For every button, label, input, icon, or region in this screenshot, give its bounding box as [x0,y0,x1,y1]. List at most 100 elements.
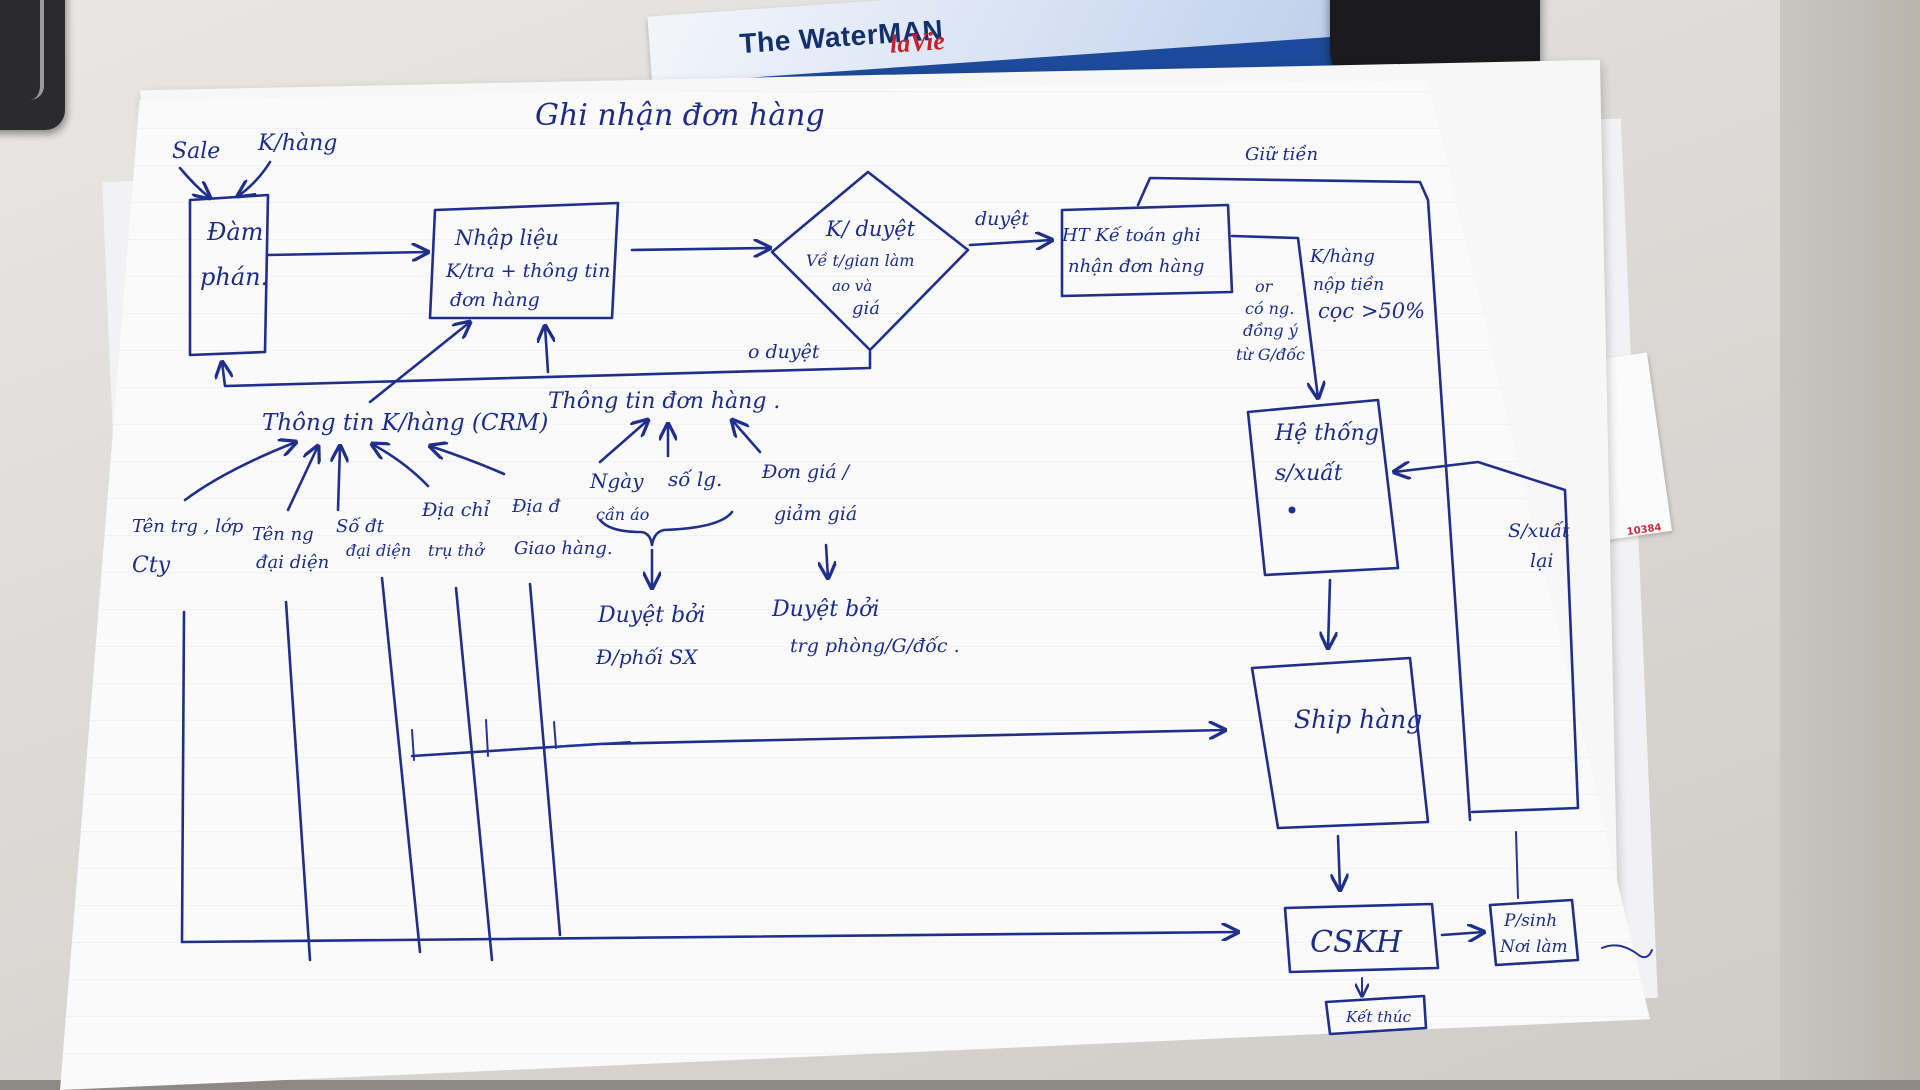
order-field-don-gia-2: giảm giá [774,503,857,525]
arrow-sx-lai [1394,460,1580,814]
line-field2-down [284,600,312,962]
order-field-ngay-2: cần áo [596,505,649,524]
arrow-to-duyet-gia [826,543,828,578]
approval-sx-line-1: Duyệt bởi [597,602,705,628]
nhap-lieu-line-2: K/tra + thông tin [445,260,610,282]
crm-field-5-line-1: Địa đ [511,496,561,517]
line-field5-down [528,582,562,937]
approval-sx-line-2: Đ/phối SX [595,645,698,669]
approval-gia-line-2: trg phòng/G/đốc . [790,635,960,657]
box-ket-thuc [1324,994,1428,1036]
approval-gia-line-1: Duyệt bởi [771,596,879,622]
box-ke-toan [1060,203,1234,298]
ke-toan-line-1: HT Kế toán ghi [1061,225,1201,246]
decision-line-1: K/ duyệt [825,217,916,241]
paper-sheet [60,80,1650,1090]
order-field-don-gia-1: Đơn giá / [761,461,851,483]
arrow-cskh-to-phan-hoi [1440,932,1484,935]
arrow-field4-to-crm [372,444,430,488]
arrow-dam-phan-to-nhap-lieu [266,252,428,255]
line-bus-to-ship [410,730,1225,758]
arrow-order-to-nhap-lieu [545,326,548,374]
box-phan-hoi [1488,898,1580,967]
label-giu-tien: Giữ tiền [1245,144,1318,165]
crm-field-3-line-2: đại diện [346,541,411,560]
dam-phan-line-2: phán. [200,263,268,291]
he-thong-line-1: Hệ thống [1274,420,1379,446]
label-nop-tien-1: K/hàng [1309,246,1375,267]
label-sx-lai-1: S/xuất [1508,520,1570,542]
crm-group-label: Thông tin K/hàng (CRM) [262,410,548,436]
label-or-4: từ G/đốc [1236,345,1305,364]
line-bus-ticks [411,719,631,761]
line-tail-squiggle [1601,944,1653,959]
order-field-ngay-1: Ngày [589,469,644,493]
arrow-nhap-lieu-to-decision [630,248,770,250]
phan-hoi-line-1: P/sinh [1503,911,1557,931]
arrow-reject-loop [222,350,872,388]
crm-field-3-line-1: Số đt [336,516,385,537]
crm-field-4-line-1: Địa chỉ [421,499,491,521]
arrow-ngay-to-order [598,420,648,464]
decision-diamond [770,170,970,352]
arrow-crm-to-nhap-lieu [368,322,470,404]
line-phan-hoi-up [1515,831,1519,899]
order-group-label: Thông tin đơn hàng . [548,389,780,414]
line-field1-down [180,610,1238,944]
arrow-sale-to-dam-phan [178,166,210,198]
label-or-3: đồng ý [1243,321,1299,340]
arrow-field3-to-crm [338,446,340,512]
box-he-thong-sx [1246,398,1400,577]
laptop-corner [0,0,65,130]
arrow-dongia-to-order [732,420,762,454]
nhap-lieu-line-1: Nhập liệu [454,226,559,250]
line-field4-down [454,586,494,962]
cskh-label: CSKH [1310,925,1403,960]
decision-line-2: Về t/gian làm [806,251,914,270]
order-field-so-luong: số lg. [668,467,722,491]
actor-sale: Sale [172,139,220,164]
decision-line-4: giá [852,298,880,319]
label-nop-tien-3: cọc >50% [1318,299,1425,323]
box-nhap-lieu [428,201,620,320]
arrow-field1-to-crm [183,442,296,502]
phan-hoi-line-2: Nơi làm [1499,937,1568,957]
arrow-ke-toan-to-he-thong [1230,234,1318,398]
label-or-1: or [1255,277,1274,296]
label-nop-tien-2: nộp tiền [1313,275,1384,295]
arrow-decision-to-ke-toan [968,240,1052,245]
line-field3-down [380,576,422,954]
brace-ngay-soluong [598,510,734,547]
he-thong-dot [1288,506,1296,514]
ket-thuc-label: Kết thúc [1345,1008,1412,1026]
label-or-2: có ng. [1245,299,1294,318]
actor-khach-hang: K/hàng [257,131,337,156]
arrow-ship-to-cskh [1338,834,1340,890]
arrow-field5-to-crm [430,446,506,476]
label-o-duyet: o duyệt [748,341,820,363]
ship-hang-label: Ship hàng [1294,705,1422,734]
arrow-he-thong-to-ship [1328,578,1330,648]
ke-toan-line-2: nhận đơn hàng [1068,256,1204,277]
dam-phan-line-1: Đàm [206,218,263,246]
arrow-khach-to-dam-phan [238,160,272,196]
box-ship-hang [1250,656,1430,830]
crm-field-5-line-2: Giao hàng. [514,538,613,559]
line-giu-tien-loop [1136,176,1472,822]
diagram-title: Ghi nhận đơn hàng [535,98,825,133]
crm-field-2-line-1: Tên ng [252,524,314,545]
box-cskh [1283,902,1440,974]
label-duyet: duyệt [975,208,1029,230]
label-sx-lai-2: lại [1530,550,1553,572]
arrow-field2-to-crm [286,446,318,512]
box-dam-phan [188,193,270,357]
nhap-lieu-line-3: đơn hàng [450,289,540,311]
crm-field-1-line-1: Tên trg , lớp [132,516,244,537]
crm-field-1-line-2: Cty [132,553,171,578]
he-thong-line-2: s/xuất [1275,460,1343,486]
decision-line-3: ao và [832,277,872,295]
crm-field-4-line-2: trụ thở [428,541,485,560]
crm-field-2-line-2: đại diện [256,552,329,573]
